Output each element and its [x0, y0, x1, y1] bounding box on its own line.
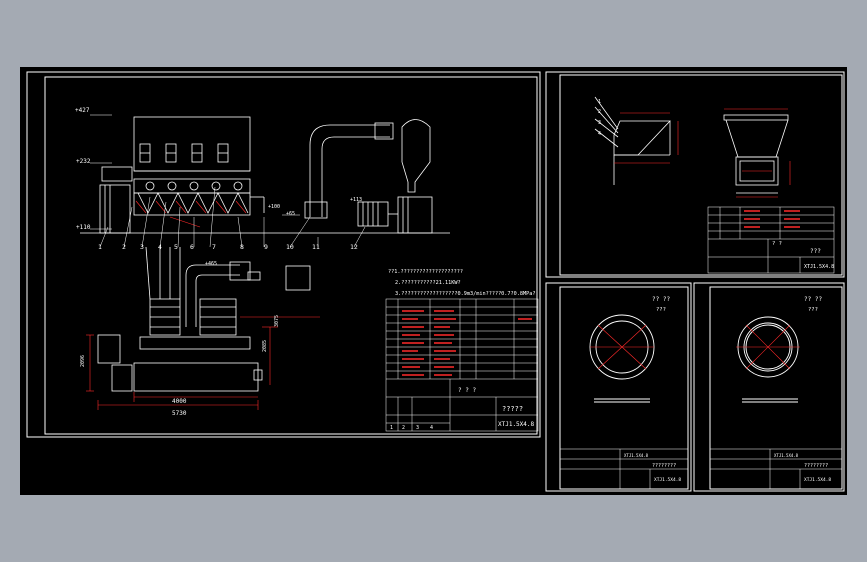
- parts-list-table: [385, 298, 539, 432]
- flange-plan-view: [589, 314, 655, 403]
- part-number: 7: [212, 243, 216, 251]
- note-line: 2.???????????21.11KW?: [395, 280, 461, 286]
- scale-mark: 4: [430, 425, 433, 431]
- hopper-front-dims: [724, 108, 791, 198]
- part-sheet-1: [545, 71, 845, 278]
- part1-title: ???: [810, 248, 821, 255]
- part1-callout: 1: [598, 99, 601, 105]
- hopper-side-view: [594, 96, 671, 185]
- part2-title-label: ?? ??: [652, 296, 670, 303]
- technical-notes: ??1.???????????????????? 2.???????????21…: [388, 269, 536, 297]
- lower-dims: [86, 316, 320, 410]
- part3-sub-label: ???: [808, 307, 818, 313]
- part2-sub-label: ???: [656, 307, 666, 313]
- dryer-elevation: [80, 116, 450, 234]
- hopper-side-dims: [614, 112, 679, 164]
- part-number: 6: [190, 243, 194, 251]
- part-number: 4: [158, 243, 162, 251]
- part1-title-label: ? ?: [772, 241, 782, 247]
- part-sheet-2: [545, 282, 692, 492]
- level-label: +110: [76, 224, 91, 231]
- fan-label: +465: [205, 261, 217, 267]
- level-label: +100: [268, 204, 280, 210]
- part1-list-rows: [744, 210, 800, 228]
- parts-list-rows: [402, 310, 532, 376]
- part-number: 11: [312, 243, 320, 251]
- part3-name: XTJ1.5X4.8: [774, 453, 799, 458]
- level-label: +232: [76, 158, 91, 165]
- dimension-text: 2096: [80, 355, 86, 367]
- part-sheet-3: [693, 282, 845, 492]
- part3-table: [709, 448, 843, 490]
- scale-mark: 1: [390, 425, 393, 431]
- part1-callout: 3: [598, 120, 601, 126]
- flange-dims: [590, 324, 654, 370]
- part-number: 10: [286, 243, 294, 251]
- ring-plan-view: [737, 316, 799, 403]
- scale-mark: 3: [416, 425, 419, 431]
- part-number: 8: [240, 243, 244, 251]
- main-sheet: [26, 71, 541, 438]
- leader-lines: [90, 114, 366, 248]
- part2-title: ????????: [652, 463, 676, 469]
- part2-table: [559, 448, 689, 490]
- level-label: +65: [286, 211, 295, 217]
- part3-title-label: ?? ??: [804, 296, 822, 303]
- dimension-text: 2085: [262, 340, 268, 352]
- level-label: +113: [350, 197, 362, 203]
- hopper-front-view: [723, 114, 789, 194]
- title-block-label: ? ? ?: [458, 387, 476, 394]
- note-line: ??1.????????????????????: [388, 269, 463, 275]
- part1-callout: 4: [598, 131, 601, 137]
- scale-mark: 2: [402, 425, 405, 431]
- dryer-hatch: [135, 200, 247, 228]
- dimension-text: 4000: [172, 398, 187, 405]
- level-label: +427: [75, 107, 90, 114]
- ring-dims: [736, 324, 800, 370]
- note-line: 3.??????????????????0.9m3/min?????0.7?0.…: [395, 291, 536, 297]
- part1-list-table: [707, 206, 835, 274]
- duct-cyclone: [304, 119, 433, 234]
- part1-drawing-number: XTJ1.5X4.8: [804, 264, 834, 270]
- part-number: 9: [264, 243, 268, 251]
- title-block-title: ?????: [502, 405, 523, 413]
- part2-drawing-number: XTJ1.5X4.8: [654, 477, 681, 483]
- part-number: 5: [174, 243, 178, 251]
- dimension-text: 3075: [274, 315, 280, 327]
- part-number: 12: [350, 243, 358, 251]
- drawing-svg: +427 +232 +110 +100 +65 +113 +465 1 2 3 …: [26, 71, 845, 492]
- part3-title: ????????: [804, 463, 828, 469]
- part2-name: XTJ1.5X4.8: [624, 453, 649, 458]
- part-number: 2: [122, 243, 126, 251]
- lower-equipment: [97, 246, 311, 392]
- dimension-text: 5730: [172, 410, 187, 417]
- part-number: 3: [140, 243, 144, 251]
- part1-callout: 2: [598, 109, 601, 115]
- drawing-number: XTJ1.5X4.8: [498, 421, 535, 428]
- part-numbers: 1 2 3 4 5 6 7 8 9 10 11 12: [98, 243, 358, 251]
- part3-drawing-number: XTJ1.5X4.8: [804, 477, 831, 483]
- cad-drawing-canvas: +427 +232 +110 +100 +65 +113 +465 1 2 3 …: [20, 67, 847, 495]
- part-number: 1: [98, 243, 102, 251]
